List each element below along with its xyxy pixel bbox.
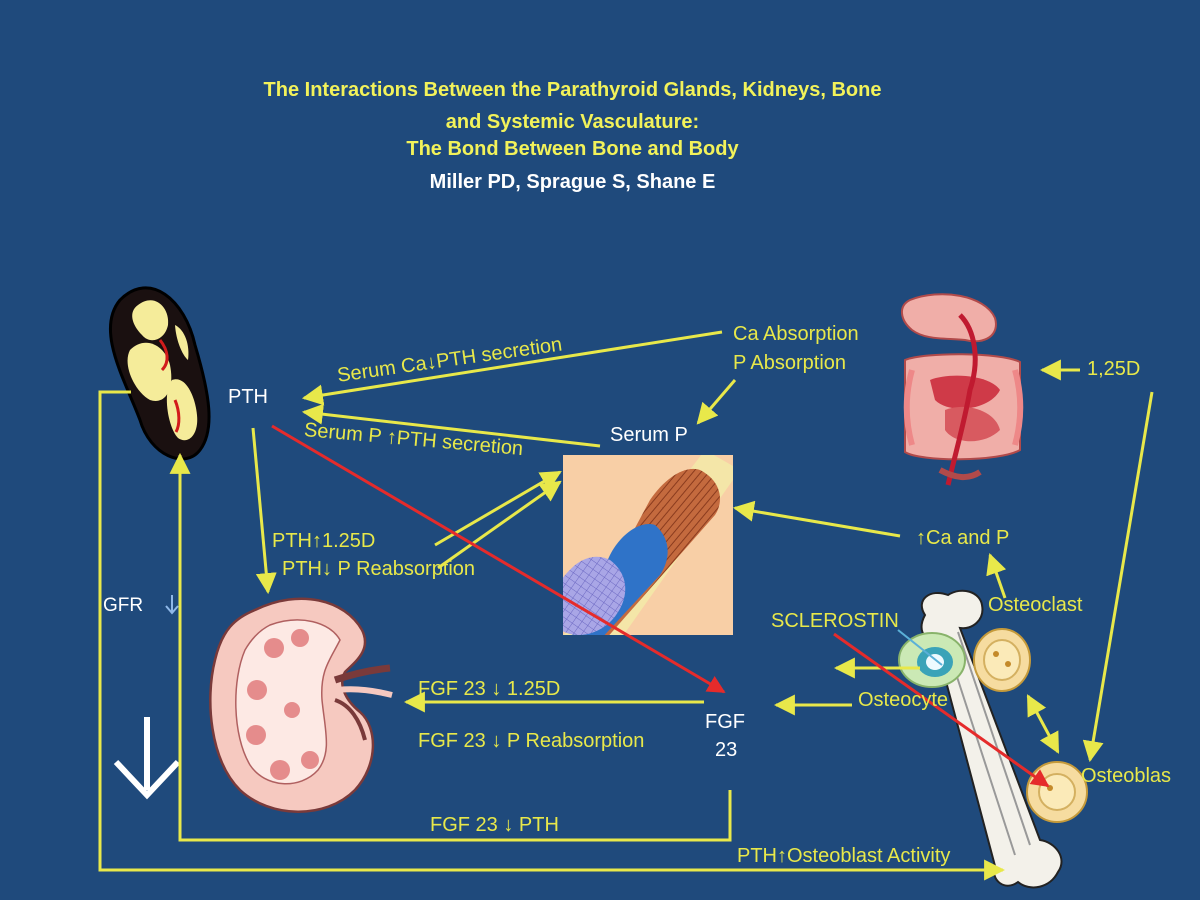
arrow-kidney-to-vessel-2 (437, 480, 562, 570)
label-pth-p-reabsorption: PTH↓ P Reabsorption (282, 558, 476, 580)
label-serum-p: Serum P (610, 424, 688, 446)
label-ca-absorption: Ca Absorption (733, 323, 859, 345)
arrow-pth-to-osteoblast-loop (98, 390, 1006, 881)
gfr-down-arrow-icon (165, 595, 179, 615)
kidney-icon (209, 597, 393, 813)
blood-vessel-icon (563, 455, 733, 635)
arrow-ca-p-to-vessel (732, 500, 901, 538)
label-pth: PTH (228, 386, 268, 408)
arrow-osteoclast-to-ca-p (986, 553, 1007, 599)
label-fgf23-125d: FGF 23 ↓ 1.25D (418, 678, 561, 700)
osteoblast-cell-icon (1026, 761, 1088, 823)
authors: Miller PD, Sprague S, Shane E (429, 171, 716, 193)
label-sclerostin: SCLEROSTIN (771, 610, 899, 632)
arrow-pth-to-kidney (251, 427, 277, 595)
title-line-2: and Systemic Vasculature: (445, 111, 700, 133)
label-p-absorption: P Absorption (733, 352, 847, 374)
arrow-pth-to-fgf23 (271, 424, 726, 694)
sclerostin-pointer (897, 629, 943, 666)
parathyroid-gland-icon (108, 286, 211, 461)
label-osteoclast: Osteoclast (988, 594, 1083, 616)
arrow-fgf23-to-pth-loop (169, 452, 732, 842)
label-gfr: GFR (103, 595, 144, 616)
label-fgf23-p-reabsorption: FGF 23 ↓ P Reabsorption (418, 730, 645, 752)
label-fgf23-pth: FGF 23 ↓ PTH (430, 814, 559, 836)
label-fgf23-top: FGF (705, 711, 745, 733)
title-line-1: The Interactions Between the Parathyroid… (263, 79, 882, 101)
label-osteoblast: Osteoblas (1081, 765, 1172, 787)
arrow-ca-absorption-to-pth (301, 330, 723, 406)
arrow-125d-to-osteoblast (1082, 391, 1154, 763)
down-arrow-icon (113, 717, 181, 800)
label-pth-125d: PTH↑1.25D (272, 530, 376, 552)
label-osteocyte: Osteocyte (858, 689, 949, 711)
bone-icon (898, 589, 1088, 889)
title-line-3: The Bond Between Bone and Body (406, 138, 739, 160)
arrow-osteoclast-to-osteoblast (1026, 694, 1060, 754)
label-pth-osteoblast-activity: PTH↑Osteoblast Activity (737, 845, 951, 867)
osteocyte-cell-icon (898, 632, 966, 688)
label-fgf23-bottom: 23 (715, 739, 738, 761)
arrow-sclerostin-to-osteoblast (833, 632, 1050, 788)
intestine-icon (901, 293, 1024, 486)
pathway-arrows (98, 330, 1154, 881)
arrow-absorption-to-serum-p (696, 379, 737, 425)
label-ca-and-p: ↑Ca and P (916, 527, 1010, 549)
label-125d: 1,25D (1087, 358, 1141, 380)
arrow-serum-p-to-pth (301, 403, 601, 448)
osteoclast-cell-icon (973, 628, 1031, 692)
